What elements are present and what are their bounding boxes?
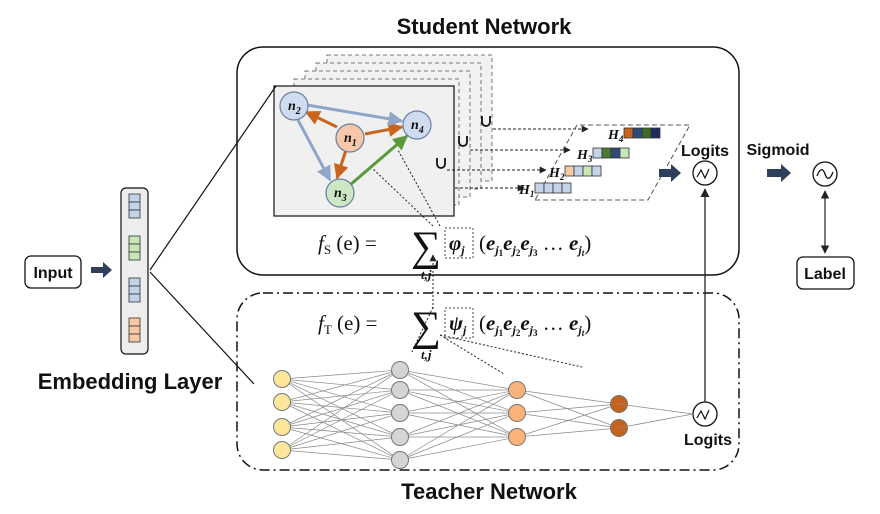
teacher-nn-edges	[281, 369, 620, 461]
formula-dotted-links	[371, 149, 583, 375]
svg-text:n4: n4	[411, 118, 424, 136]
embedding-cell-4-3	[128, 333, 141, 343]
edge-n2-n4	[306, 103, 404, 127]
input-arrow	[91, 262, 112, 278]
logits-top-label: Logits	[681, 143, 729, 160]
hidden-state-2: H2	[548, 165, 602, 182]
logits-top-circle	[692, 160, 718, 186]
to-sigmoid-arrow	[767, 164, 791, 182]
hidden-state-4: H4	[607, 127, 661, 144]
edge-n1-n3	[333, 149, 349, 180]
logits-bottom-label: Logits	[684, 432, 732, 449]
nn-out-link-1	[617, 403, 694, 415]
sigmoid-circle	[812, 161, 838, 187]
graph-node-3: n3	[325, 178, 355, 208]
nn-node-l2-3	[391, 404, 409, 422]
svg-text:H1: H1	[518, 183, 534, 199]
label-box	[796, 256, 855, 290]
label-text: Label	[804, 266, 846, 283]
union-symbols	[436, 116, 491, 169]
graph-node-4: n4	[402, 110, 432, 140]
edge-n3-n4	[349, 134, 409, 187]
student-formula: fS (e) = ∑t,j φj (ej1ej2ej3 … ejt)	[318, 224, 591, 282]
embed-to-student-line	[149, 85, 277, 271]
graph-node-2: n2	[279, 91, 309, 121]
edge-n2-n3	[296, 119, 332, 182]
embedding-cell-3-3	[128, 293, 141, 303]
edge-n1-n4	[364, 122, 404, 137]
nn-node-l2-4	[391, 428, 409, 446]
svg-text:H3: H3	[576, 148, 593, 164]
to-logits-arrow	[659, 164, 681, 182]
svg-text:n1: n1	[344, 131, 357, 149]
nn-node-l1-1	[273, 370, 291, 388]
embed-to-teacher-line	[149, 271, 255, 385]
embedding-cell-1-1	[128, 193, 141, 203]
nn-node-l1-2	[273, 393, 291, 411]
embedding-cell-4-1	[128, 317, 141, 327]
hidden-state-plane	[534, 124, 691, 201]
student-formula-coef: φj	[449, 231, 465, 257]
nn-out-link-2	[617, 413, 694, 429]
embedding-cell-3-2	[128, 285, 141, 295]
student-network-title: Student Network	[397, 14, 573, 39]
svg-text:H2: H2	[548, 166, 565, 182]
svg-text:n3: n3	[334, 186, 347, 204]
student-formula-sum-sub: t,j	[421, 267, 432, 282]
embedding-cell-3-1	[128, 277, 141, 287]
embedding-cell-1-3	[128, 209, 141, 219]
teacher-formula: fT (e) = ∑t,j ψj (ej1ej2ej3 … ejt)	[318, 304, 591, 362]
student-formula-coef-box	[444, 227, 474, 259]
student-formula-sum: ∑	[411, 224, 441, 270]
edge-n1-n2	[304, 110, 338, 129]
input-box	[24, 255, 82, 289]
hidden-states: H1 H2 H3 H4	[518, 127, 661, 199]
embedding-cell-2-2	[128, 243, 141, 253]
embedding-cell-2-1	[128, 235, 141, 245]
teacher-formula-product: (ej1ej2ej3 … ejt)	[479, 311, 591, 338]
embedding-cell-1-2	[128, 201, 141, 211]
teacher-network-title: Teacher Network	[401, 479, 577, 504]
teacher-formula-sum-sub: t,j	[421, 347, 432, 362]
embedding-layer-box	[120, 187, 149, 355]
student-network-box	[236, 46, 740, 276]
nn-node-l1-3	[273, 418, 291, 436]
teacher-nn-nodes	[273, 361, 628, 469]
student-formula-lhs: fS (e) =	[318, 231, 377, 257]
nn-node-l3-1	[508, 381, 526, 399]
nn-node-l2-1	[391, 361, 409, 379]
graph-panel	[273, 85, 455, 217]
logits-bottom-circle	[692, 401, 718, 427]
nn-node-l1-4	[273, 441, 291, 459]
student-formula-product: (ej1ej2ej3 … ejt)	[479, 231, 591, 258]
embedding-layer-title: Embedding Layer	[38, 369, 223, 394]
embedding-cell-2-3	[128, 251, 141, 261]
embedding-cell-4-2	[128, 325, 141, 335]
hidden-state-1: H1	[518, 182, 572, 199]
teacher-network-box	[236, 292, 740, 471]
hidden-state-3: H3	[576, 147, 630, 164]
dashed-arrows-to-h	[447, 125, 589, 192]
nn-node-l3-3	[508, 428, 526, 446]
nn-node-l2-5	[391, 451, 409, 469]
embedding-cells	[128, 193, 141, 343]
teacher-formula-sum: ∑	[411, 304, 441, 350]
teacher-formula-coef: ψj	[449, 311, 467, 337]
teacher-formula-lhs: fT (e) =	[318, 311, 377, 337]
graph-node-1: n1	[335, 123, 365, 153]
input-text: Input	[33, 265, 73, 282]
sigmoid-label: Sigmoid	[746, 142, 809, 159]
nn-node-l3-2	[508, 404, 526, 422]
svg-text:H4: H4	[607, 128, 624, 144]
svg-text:n2: n2	[288, 99, 301, 117]
teacher-formula-coef-box	[444, 307, 474, 339]
graph-nodes: n1 n2 n3 n4	[279, 91, 432, 208]
nn-node-l2-2	[391, 381, 409, 399]
